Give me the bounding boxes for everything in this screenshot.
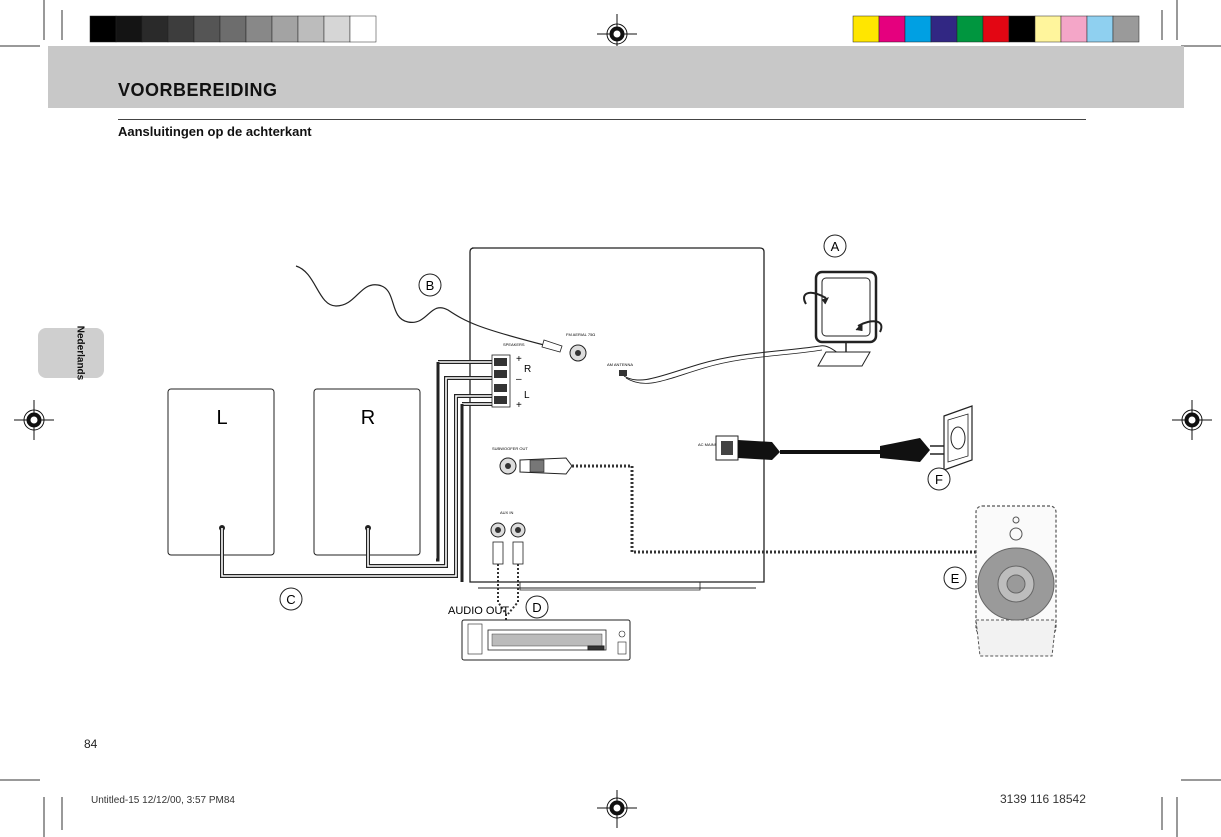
- speaker-cables: [220, 360, 492, 582]
- aux-in-sockets: AUX IN: [490, 510, 526, 565]
- am-antenna-wire: [623, 345, 849, 381]
- color-swatch-6: [1008, 15, 1036, 43]
- speaker-terminals: SPEAKERS + R – L +: [491, 342, 531, 411]
- language-tab: [38, 328, 104, 378]
- section-subtitle: Aansluitingen op de achterkant: [118, 124, 312, 139]
- svg-text:D: D: [532, 600, 541, 615]
- color-swatch-2: [904, 15, 932, 43]
- fm-antenna-wire: [295, 265, 545, 346]
- active-subwoofer: [975, 505, 1057, 657]
- svg-text:+: +: [516, 400, 522, 411]
- wall-outlet: [943, 405, 973, 471]
- subwoofer-out-socket: SUBWOOFER OUT: [492, 446, 573, 475]
- callout-d: D: [525, 595, 549, 619]
- svg-text:R: R: [524, 364, 531, 375]
- callout-e: E: [943, 566, 967, 590]
- svg-text:L: L: [524, 390, 530, 401]
- gray-swatch-7: [271, 15, 299, 43]
- gray-swatch-0: [89, 15, 117, 43]
- external-audio-source: [461, 619, 631, 661]
- svg-text:C: C: [286, 592, 295, 607]
- page-number: 84: [84, 737, 98, 751]
- color-swatch-5: [982, 15, 1010, 43]
- speaker-left-label: L: [216, 407, 227, 429]
- svg-text:AC MAINS: AC MAINS: [698, 442, 718, 447]
- power-cord: [738, 438, 944, 462]
- grayscale-calibration-bar: [89, 15, 377, 43]
- registration-mark-left: [14, 400, 54, 440]
- svg-text:AM ANTENNA: AM ANTENNA: [607, 362, 633, 367]
- footer-product-code: 3139 116 18542: [1000, 792, 1086, 806]
- gray-swatch-1: [115, 15, 143, 43]
- svg-text:FM AERIAL 75Ω: FM AERIAL 75Ω: [566, 332, 595, 337]
- registration-mark-right: [1172, 400, 1212, 440]
- subtitle-rule: [118, 119, 1086, 120]
- color-calibration-bar: [852, 15, 1140, 43]
- audio-out-label: AUDIO OUT: [448, 605, 509, 617]
- svg-text:AUX IN: AUX IN: [500, 510, 513, 515]
- svg-text:F: F: [935, 472, 943, 487]
- color-swatch-8: [1060, 15, 1088, 43]
- svg-text:–: –: [516, 374, 522, 385]
- callout-f: F: [927, 467, 951, 491]
- registration-mark-bottom: [597, 790, 637, 828]
- color-swatch-10: [1112, 15, 1140, 43]
- fm-antenna-socket: FM AERIAL 75Ω: [566, 332, 595, 362]
- callout-c: C: [279, 587, 303, 611]
- svg-text:SPEAKERS: SPEAKERS: [503, 342, 525, 347]
- am-antenna-socket: AM ANTENNA: [607, 362, 633, 376]
- color-swatch-7: [1034, 15, 1062, 43]
- svg-text:A: A: [831, 239, 840, 254]
- svg-text:B: B: [426, 278, 435, 293]
- callout-b: B: [418, 273, 442, 297]
- page-title: VOORBEREIDING: [118, 80, 278, 100]
- audio-cable: [497, 564, 519, 628]
- color-swatch-9: [1086, 15, 1114, 43]
- svg-text:SUBWOOFER OUT: SUBWOOFER OUT: [492, 446, 528, 451]
- gray-swatch-6: [245, 15, 273, 43]
- gray-swatch-2: [141, 15, 169, 43]
- am-loop-antenna: [803, 270, 883, 367]
- callout-a: A: [823, 234, 847, 258]
- gray-swatch-10: [349, 15, 377, 43]
- subwoofer-cable: [572, 464, 980, 554]
- color-swatch-1: [878, 15, 906, 43]
- color-swatch-4: [956, 15, 984, 43]
- svg-text:+: +: [516, 354, 522, 365]
- main-unit-back-panel: [469, 247, 765, 591]
- header-band: [48, 46, 1184, 108]
- svg-text:E: E: [951, 571, 960, 586]
- footer-file-info: Untitled-15 12/12/00, 3:57 PM84: [91, 795, 235, 806]
- gray-swatch-3: [167, 15, 195, 43]
- speaker-right-label: R: [361, 407, 375, 429]
